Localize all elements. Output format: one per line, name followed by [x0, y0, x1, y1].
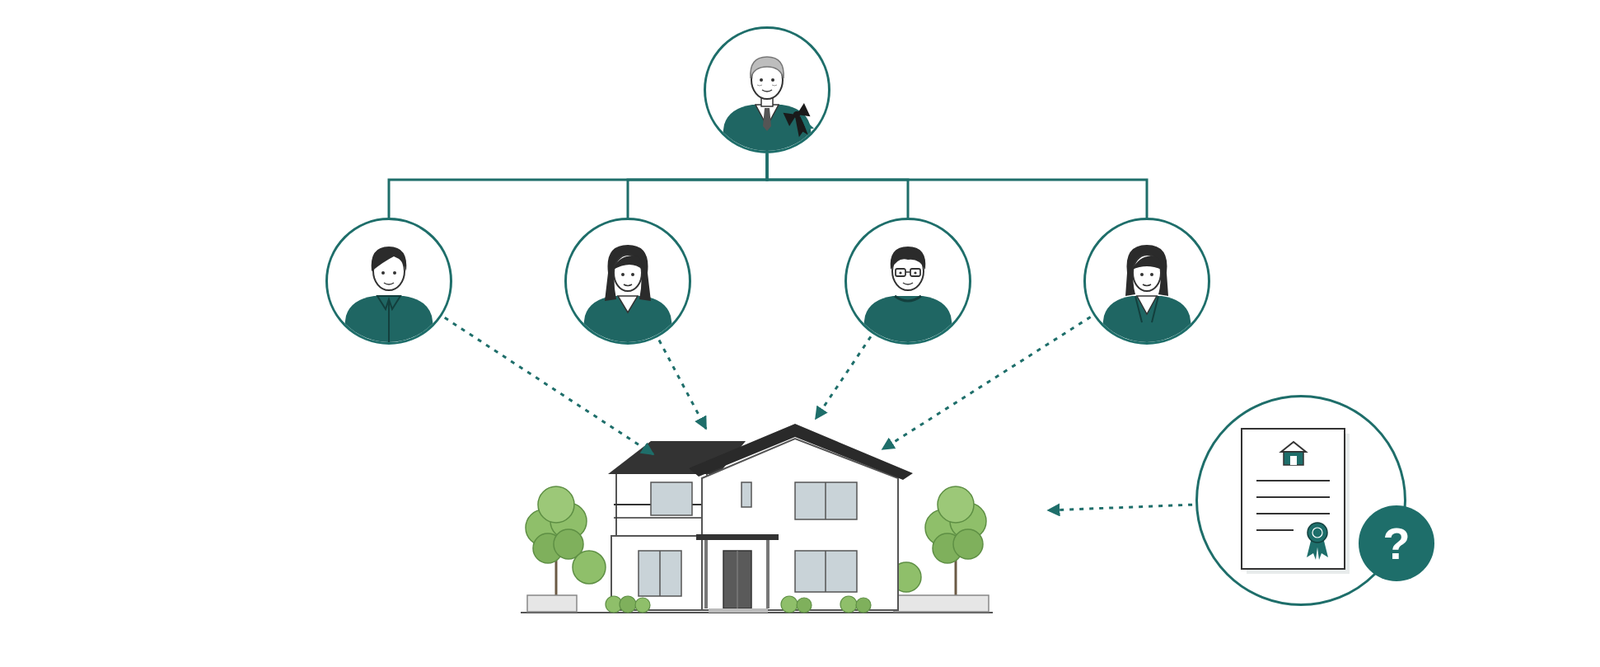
inheritance-arrow: [659, 340, 707, 429]
inheritance-arrow: [1047, 504, 1193, 510]
family-line: [627, 153, 768, 218]
family-line: [388, 153, 768, 218]
parent-avatar: [719, 56, 818, 156]
family-line: [767, 153, 1147, 218]
heir-circle: [844, 217, 972, 345]
question-badge: ?: [1358, 505, 1435, 581]
son-avatar: [341, 246, 437, 347]
node-text: ?: [1382, 520, 1410, 566]
heir-circle: [325, 217, 453, 345]
inheritance-arrow: [815, 336, 871, 419]
house-illustration: [520, 423, 993, 613]
daughter-avatar: [580, 244, 676, 347]
heir-circle: [1083, 217, 1211, 345]
document-circle: ?: [1195, 394, 1407, 606]
deed-document: [1241, 428, 1350, 574]
family-line: [767, 153, 908, 218]
parent-circle: [703, 26, 831, 154]
heir-circle: [564, 217, 692, 345]
inheritance-arrow: [882, 316, 1091, 450]
house-area: [605, 421, 913, 613]
daughter-jacket-avatar: [1099, 244, 1195, 347]
inheritance-arrow: [444, 317, 654, 454]
son-glasses-avatar: [860, 246, 956, 347]
